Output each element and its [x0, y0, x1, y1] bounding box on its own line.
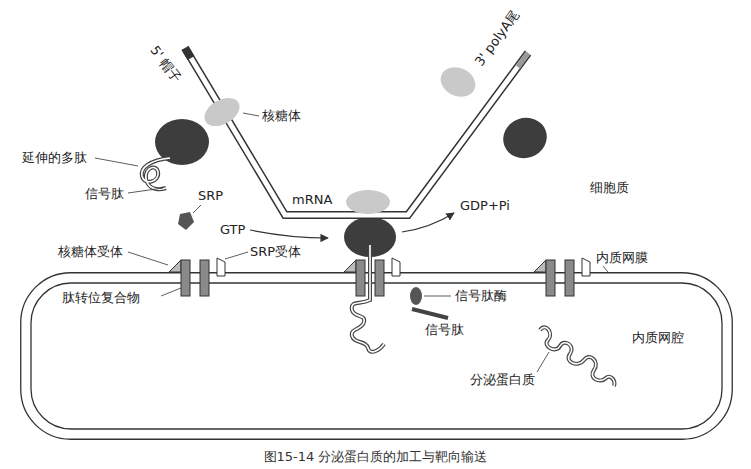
part-label: 核糖体	[262, 108, 301, 123]
region-label: 细胞质	[590, 180, 629, 195]
part-label: 延伸的多肽	[22, 150, 87, 165]
part-label: SRP受体	[250, 244, 301, 259]
er-inner-membrane	[31, 283, 722, 429]
ribosome-large	[497, 112, 552, 165]
part-label: 分泌蛋白质	[470, 372, 535, 387]
srp-receptor	[217, 258, 225, 276]
region-label: 内质网腔	[632, 330, 684, 345]
ribosome-small	[436, 62, 480, 103]
translocon	[565, 260, 574, 296]
part-label: 信号肽	[85, 186, 124, 201]
translocon	[181, 260, 190, 296]
ribosome-receptor	[344, 260, 356, 272]
molecule-label: GDP+Pi	[460, 198, 510, 213]
membrane-proteins	[169, 258, 590, 296]
molecule-label: GTP	[220, 222, 245, 237]
cleaved-signal-peptide	[412, 309, 448, 318]
mrna-end-label: 3' polyA尾	[472, 7, 523, 69]
ribosome-receptor	[534, 260, 546, 272]
srp-particle	[178, 212, 194, 230]
nascent-chain	[352, 245, 384, 352]
srp-receptor	[392, 258, 400, 276]
er-outer-membrane	[21, 273, 733, 440]
translocon	[200, 260, 209, 296]
mrna-strand	[185, 48, 528, 215]
part-label: 信号肽	[425, 322, 464, 337]
leader-lines	[95, 113, 608, 372]
translocon	[546, 260, 555, 296]
part-label: 内质网膜	[596, 250, 648, 265]
process-arrow	[250, 230, 328, 238]
figure-caption: 图15-14 分泌蛋白质的加工与靶向输送	[0, 449, 751, 465]
secreted-protein	[540, 327, 614, 386]
part-label: 肽转位复合物	[62, 290, 140, 305]
signal-peptidase	[410, 287, 422, 305]
part-label: SRP	[198, 188, 223, 203]
molecule-label: mRNA	[292, 192, 332, 207]
part-label: 核糖体受体	[58, 244, 123, 259]
translocon	[375, 260, 384, 296]
ribosome-small	[200, 92, 245, 132]
ribosome-receptor	[169, 260, 181, 272]
polypeptide	[142, 158, 170, 189]
part-label: 信号肽酶	[455, 288, 507, 303]
process-arrow	[402, 213, 454, 232]
srp-receptor	[582, 258, 590, 276]
ribosome-small	[346, 190, 390, 214]
mrna-end-label: 5' 帽子	[147, 43, 184, 86]
translocon	[356, 260, 365, 296]
